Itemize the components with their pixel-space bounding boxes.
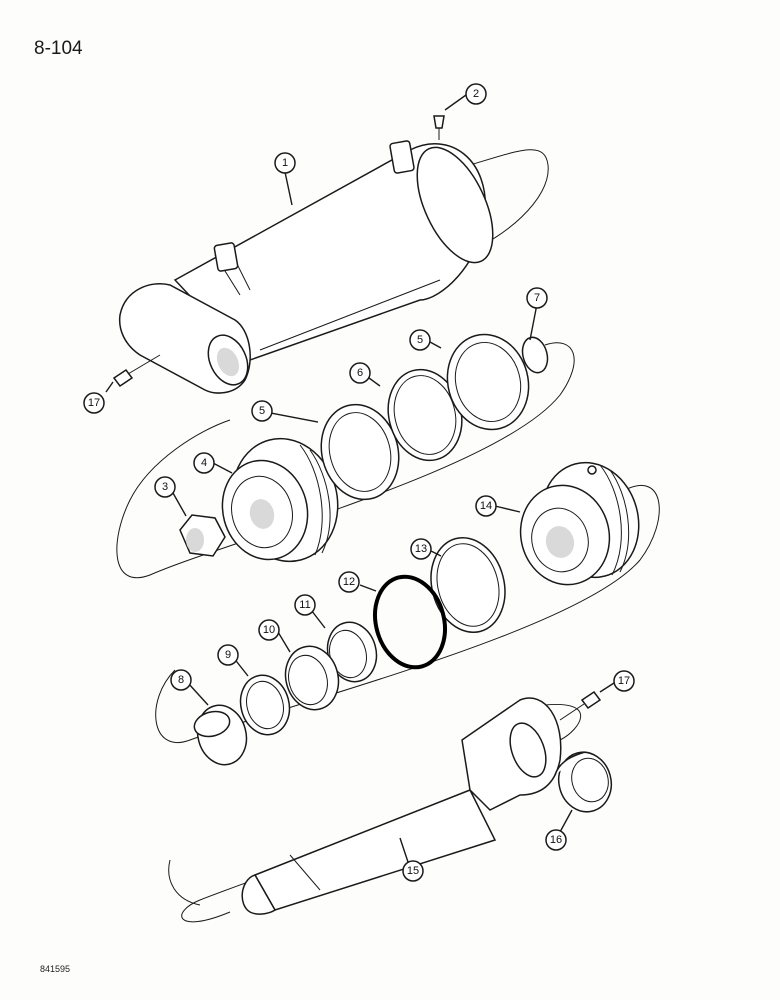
- callout-1: 1: [274, 152, 296, 174]
- page-number: 8-104: [34, 38, 83, 59]
- grease-fitting-part-17-lower: [559, 690, 602, 721]
- cylinder-barrel: [118, 140, 494, 394]
- wear-ring-part-5-right: [446, 333, 530, 431]
- callout-5-left: 5: [251, 400, 273, 422]
- svg-text:14: 14: [480, 500, 492, 512]
- callout-3: 3: [154, 476, 176, 498]
- callout-17-lower: 17: [613, 670, 635, 692]
- callout-13: 13: [410, 538, 432, 560]
- callout-12: 12: [338, 571, 360, 593]
- svg-text:17: 17: [618, 675, 630, 687]
- callout-8: 8: [170, 669, 192, 691]
- callout-10: 10: [258, 619, 280, 641]
- figure-code: 841595: [40, 964, 71, 974]
- svg-text:8: 8: [178, 674, 184, 686]
- callout-leader-lines: [105, 94, 615, 863]
- svg-text:3: 3: [162, 481, 168, 493]
- svg-text:11: 11: [299, 599, 310, 611]
- svg-text:5: 5: [259, 405, 265, 417]
- callout-17-upper: 17: [83, 392, 105, 414]
- ring-part-9: [239, 674, 291, 736]
- svg-text:1: 1: [282, 157, 288, 169]
- callout-9: 9: [217, 644, 239, 666]
- callout-11: 11: [294, 594, 316, 616]
- svg-text:13: 13: [415, 543, 427, 555]
- bushing-part-16: [554, 751, 613, 813]
- o-ring-part-12: [373, 574, 447, 670]
- piston-part-4: [221, 437, 339, 563]
- callout-5-right: 5: [409, 329, 431, 351]
- backup-ring-part-13: [430, 536, 506, 634]
- locknut-part-3: [179, 514, 226, 557]
- grease-fitting-part-17-upper: [112, 354, 161, 388]
- assembly-guide-lines: [116, 149, 660, 923]
- callout-7: 7: [526, 287, 548, 309]
- svg-text:4: 4: [201, 457, 207, 469]
- svg-text:12: 12: [343, 576, 355, 588]
- piston-rod-part-15: [241, 697, 562, 915]
- callout-14: 14: [475, 495, 497, 517]
- svg-text:6: 6: [357, 367, 363, 379]
- cylinder-head-part-14: [519, 461, 640, 586]
- rod-seal-part-10: [284, 645, 340, 711]
- svg-text:5: 5: [417, 334, 423, 346]
- svg-text:10: 10: [263, 624, 275, 636]
- bleed-screw-part-2: [433, 115, 445, 140]
- callout-4: 4: [193, 452, 215, 474]
- callout-16: 16: [545, 829, 567, 851]
- callout-6: 6: [349, 362, 371, 384]
- svg-text:2: 2: [473, 88, 479, 100]
- svg-text:7: 7: [534, 292, 540, 304]
- wiper-part-8: [193, 704, 248, 766]
- wear-ring-part-5-left: [320, 403, 400, 501]
- svg-text:9: 9: [225, 649, 231, 661]
- svg-text:15: 15: [407, 865, 419, 877]
- callout-2: 2: [465, 83, 487, 105]
- svg-text:17: 17: [88, 397, 100, 409]
- callout-bubbles: 1 2 3 4 5 5 6 7 8 9 10 11 12 13 14 15 16…: [83, 83, 635, 882]
- callout-15: 15: [402, 860, 424, 882]
- svg-text:16: 16: [550, 834, 562, 846]
